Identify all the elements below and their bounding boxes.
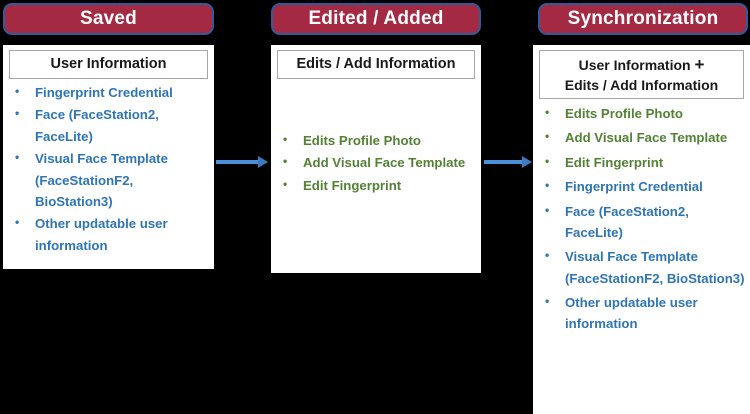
panel-synchronization: User Information + Edits / Add Informati… bbox=[533, 45, 750, 414]
list-item: Add Visual Face Template bbox=[541, 127, 746, 148]
list-item: Edit Fingerprint bbox=[541, 152, 746, 173]
arrow-head bbox=[522, 156, 532, 168]
list-item: Face (FaceStation2, FaceLite) bbox=[11, 104, 210, 147]
column-header-saved: Saved bbox=[3, 3, 214, 35]
panel-heading-saved: User Information bbox=[9, 50, 208, 80]
list-item: Visual Face Template (FaceStationF2, Bio… bbox=[541, 246, 746, 289]
list-saved: Fingerprint Credential Face (FaceStation… bbox=[11, 82, 210, 257]
list-item: Fingerprint Credential bbox=[541, 176, 746, 197]
list-item: Fingerprint Credential bbox=[11, 82, 210, 103]
column-header-edited-added: Edited / Added bbox=[271, 3, 481, 35]
column-header-synchronization: Synchronization bbox=[538, 3, 748, 35]
arrow-right-icon bbox=[484, 156, 532, 168]
list-item: Face (FaceStation2, FaceLite) bbox=[541, 201, 746, 244]
arrow-right-icon bbox=[216, 156, 268, 168]
panel-edited-added: Edits / Add Information Edits Profile Ph… bbox=[271, 45, 481, 273]
list-item: Edit Fingerprint bbox=[279, 175, 477, 196]
panel-heading-edited-added: Edits / Add Information bbox=[277, 50, 475, 80]
list-item: Edits Profile Photo bbox=[541, 103, 746, 124]
panel-heading-synchronization: User Information + Edits / Add Informati… bbox=[539, 50, 744, 100]
plus-icon: + bbox=[694, 55, 705, 74]
list-item: Other updatable user information bbox=[11, 213, 210, 256]
arrow-shaft bbox=[484, 160, 522, 164]
panel-heading-line2: Edits / Add Information bbox=[564, 77, 719, 94]
arrow-head bbox=[258, 156, 268, 168]
list-item: Add Visual Face Template bbox=[279, 152, 477, 173]
list-edited-added: Edits Profile Photo Add Visual Face Temp… bbox=[279, 130, 477, 197]
arrow-shaft bbox=[216, 160, 258, 164]
panel-saved: User Information Fingerprint Credential … bbox=[3, 45, 214, 269]
list-synchronization: Edits Profile Photo Add Visual Face Temp… bbox=[541, 103, 746, 338]
list-item: Other updatable user information bbox=[541, 292, 746, 335]
list-item: Visual Face Template (FaceStationF2, Bio… bbox=[11, 148, 210, 212]
panel-heading-line1: User Information bbox=[578, 57, 691, 73]
list-item: Edits Profile Photo bbox=[279, 130, 477, 151]
